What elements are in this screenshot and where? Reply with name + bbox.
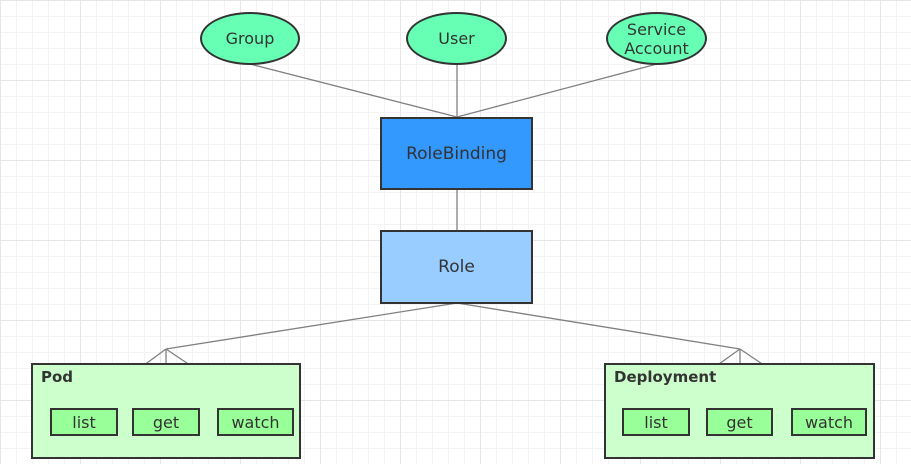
pod-verb-list[interactable]: list xyxy=(50,408,118,436)
rolebinding-label: RoleBinding xyxy=(406,143,507,164)
pod-verb-watch[interactable]: watch xyxy=(217,408,294,436)
resource-group-pod-label: Pod xyxy=(41,368,74,386)
pod-verb-watch-label: watch xyxy=(231,412,280,432)
role-box[interactable]: Role xyxy=(380,230,533,304)
pod-verb-list-label: list xyxy=(72,412,96,432)
rolebinding-box[interactable]: RoleBinding xyxy=(380,117,533,190)
subject-user-label: User xyxy=(438,29,475,48)
deployment-verb-watch[interactable]: watch xyxy=(791,408,867,436)
subject-group-label: Group xyxy=(225,29,275,48)
deployment-verb-get-label: get xyxy=(726,412,753,432)
connector-role-deployment xyxy=(456,302,741,350)
deployment-verb-watch-label: watch xyxy=(804,412,854,432)
subject-service-account-label-line-2: Account xyxy=(624,38,689,58)
subject-service-account[interactable]: Service Account xyxy=(606,12,707,65)
subject-group[interactable]: Group xyxy=(200,12,300,65)
connector-service-account-rolebinding xyxy=(456,63,658,118)
pod-verb-get[interactable]: get xyxy=(132,408,200,436)
subject-user[interactable]: User xyxy=(406,12,507,65)
connector-role-pod xyxy=(165,302,458,350)
deployment-verb-get[interactable]: get xyxy=(706,408,773,436)
resource-group-deployment-label: Deployment xyxy=(614,368,717,386)
deployment-verb-list[interactable]: list xyxy=(622,408,690,436)
pod-verb-get-label: get xyxy=(152,412,180,432)
connector-group-rolebinding xyxy=(249,63,458,118)
subject-service-account-label-line-1: Service xyxy=(626,19,687,39)
role-label: Role xyxy=(438,257,475,277)
deployment-verb-list-label: list xyxy=(644,412,668,432)
